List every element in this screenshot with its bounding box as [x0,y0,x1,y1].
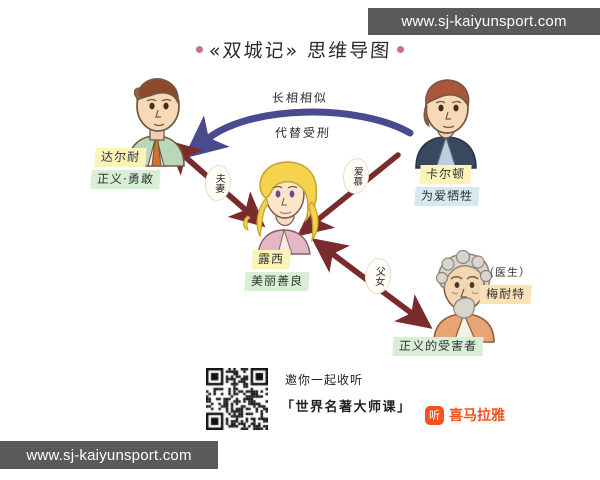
node-trait-darnay: 正义·勇敢 [90,170,161,189]
portrait-darnay [127,78,185,167]
node-name-carton: 卡尔顿 [419,165,472,184]
brand-name-text: 喜马拉雅 [449,408,505,424]
arc-label-substitute: 代替受刑 [274,126,332,140]
title-dot-left [195,46,203,53]
portrait-carton [415,79,477,169]
watermark-bottom: www.sj-kaiyunsport.com [0,441,218,469]
page-title-text: «双城记» 思维导图 [207,40,392,62]
node-name-lucie: 露西 [251,250,291,269]
listen-icon: 听 [425,405,444,425]
node-name-manette: 梅耐特 [479,285,532,304]
arc-label-resemblance: 长相相似 [271,91,329,105]
footer-course-title: 「世界名著大师课」 [281,400,412,415]
node-trait-manette: 正义的受害者 [392,337,484,356]
node-role-manette: （医生） [482,266,532,279]
node-name-darnay: 达尔耐 [94,148,147,167]
page-title: «双城记» 思维导图 [0,36,600,63]
qr-code[interactable] [206,368,268,430]
portrait-lucie [242,161,319,255]
node-trait-lucie: 美丽善良 [244,272,310,291]
watermark-top: www.sj-kaiyunsport.com [368,8,600,35]
arc-arrow-carton-to-darnay [183,108,414,159]
title-dot-right [397,46,405,53]
footer-invite-text: 邀你一起收听 [285,373,364,387]
brand-logo: 听 喜马拉雅 [425,405,505,425]
node-trait-carton: 为爱牺牲 [414,187,480,206]
portrait-manette [433,249,495,343]
